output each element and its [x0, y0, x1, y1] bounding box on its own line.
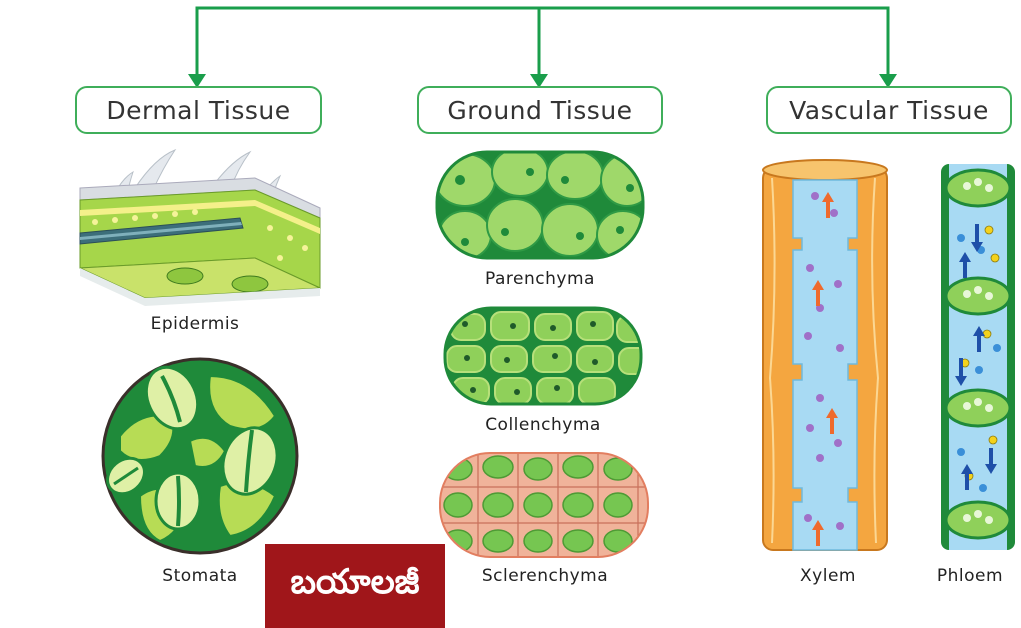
xylem-label: Xylem	[758, 566, 898, 586]
epidermis-illustration	[75, 148, 325, 308]
ground-tissue-header: Ground Tissue	[417, 86, 663, 134]
sclerenchyma-label: Sclerenchyma	[475, 566, 615, 586]
phloem-label: Phloem	[920, 566, 1020, 586]
phloem-illustration	[937, 158, 1019, 558]
dermal-tissue-header: Dermal Tissue	[75, 86, 322, 134]
collenchyma-illustration	[443, 306, 643, 406]
stomata-illustration	[100, 356, 300, 556]
parenchyma-label: Parenchyma	[470, 269, 610, 289]
stomata-label: Stomata	[130, 566, 270, 586]
vascular-tissue-header: Vascular Tissue	[766, 86, 1012, 134]
sclerenchyma-illustration	[438, 451, 650, 559]
collenchyma-label: Collenchyma	[473, 415, 613, 435]
epidermis-label: Epidermis	[125, 314, 265, 334]
parenchyma-illustration	[435, 150, 645, 260]
biology-badge: బయాలజీ	[265, 544, 445, 628]
xylem-illustration	[760, 158, 890, 558]
